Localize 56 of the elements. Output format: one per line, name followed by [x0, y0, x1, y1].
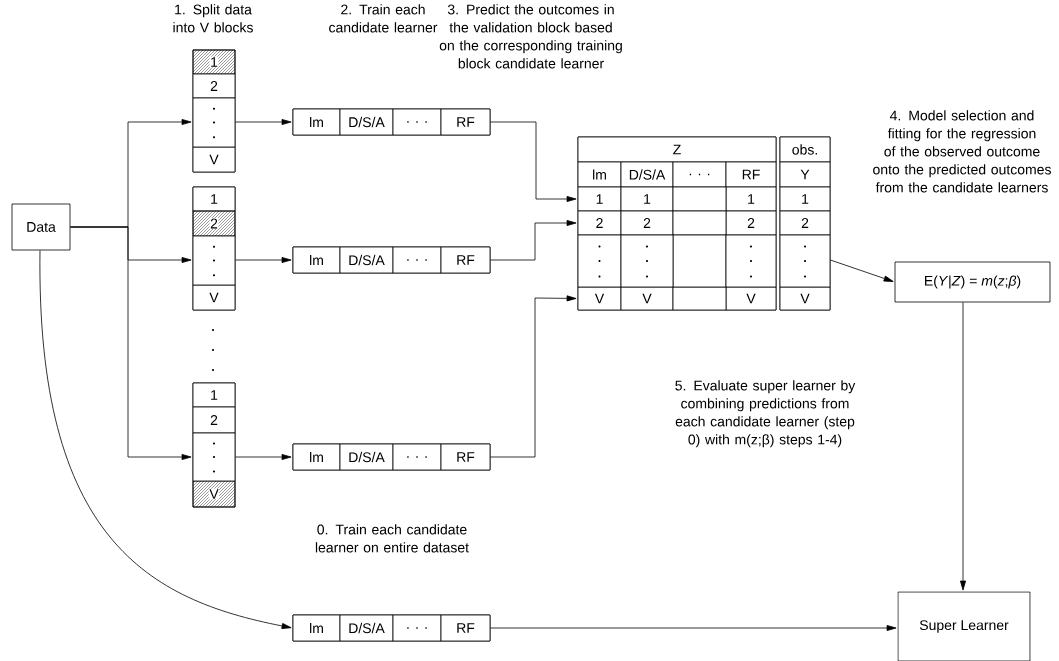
learner-cell: . . .: [392, 443, 442, 471]
table-header-cell: obs.: [779, 136, 831, 163]
arrow: [235, 257, 292, 263]
learner-cell: D/S/A: [339, 108, 394, 136]
learner-cell: lm: [292, 108, 341, 136]
formula-box: E(Y|Z) = m(z;β): [894, 261, 1051, 303]
table-cell: 2: [620, 210, 674, 236]
learner-cell: RF: [440, 443, 491, 471]
arrow: [235, 119, 292, 125]
arrow: [490, 625, 897, 631]
learner-cell: lm: [292, 246, 341, 274]
block-cell: 2: [192, 406, 236, 434]
block-cell: V: [192, 284, 236, 311]
block-cell: V: [192, 146, 236, 173]
learner-cell: RF: [440, 614, 491, 642]
step-caption: 0. Train each candidate learner on entire dataset: [315, 524, 469, 553]
learner-cell: RF: [440, 246, 491, 274]
table-cell: V: [779, 286, 831, 311]
learner-cell: lm: [292, 443, 341, 471]
learner-cell: . . .: [392, 614, 442, 642]
learner-cell: D/S/A: [339, 443, 394, 471]
arrow: [235, 454, 292, 460]
step-caption: 4. Model selection and fitting for the regression of the observed outcome onto the predicted outcomes from the candidate learners: [873, 110, 1051, 193]
curved-arrow: [39, 250, 292, 629]
table-cell: 2: [577, 210, 622, 236]
table-cell: 1: [620, 186, 674, 212]
table-cell: V: [620, 286, 674, 311]
arrow: [830, 259, 894, 282]
table-header-cell: Y: [779, 161, 831, 188]
arrow: [960, 302, 966, 591]
arrow: [490, 295, 577, 458]
step-caption: 3. Predict the outcomes in the validation block based on the corresponding training block candidate learner: [439, 4, 622, 69]
data-box: Data: [11, 203, 71, 251]
learner-cell: RF: [440, 108, 491, 136]
learner-cell: lm: [292, 614, 341, 642]
arrow: [490, 220, 577, 261]
table-header-cell: D/S/A: [620, 161, 674, 188]
output-box: Super Learner: [897, 591, 1031, 661]
table-cell: 1: [725, 186, 777, 212]
learner-cell: D/S/A: [339, 614, 394, 642]
block-cell: 1: [192, 382, 236, 408]
learner-cell: D/S/A: [339, 246, 394, 274]
step-caption: 1. Split data into V blocks: [173, 4, 253, 33]
arrow: [490, 121, 577, 202]
step-caption: 5. Evaluate super learner by combining predictions from each candidate learner (step 0) with m(z;β) steps 1-4): [675, 380, 856, 448]
learner-cell: . . .: [392, 246, 442, 274]
block-cell: 1: [192, 186, 236, 212]
block-cell: 2: [192, 73, 236, 99]
table-header-cell: RF: [725, 161, 777, 188]
table-cell: 2: [779, 210, 831, 236]
table-cell: 1: [577, 186, 622, 212]
table-cell: 2: [725, 210, 777, 236]
arrow: [70, 226, 192, 460]
learner-cell: . . .: [392, 108, 442, 136]
step-caption: 2. Train each candidate learner: [329, 4, 438, 33]
table-cell: 1: [779, 186, 831, 212]
